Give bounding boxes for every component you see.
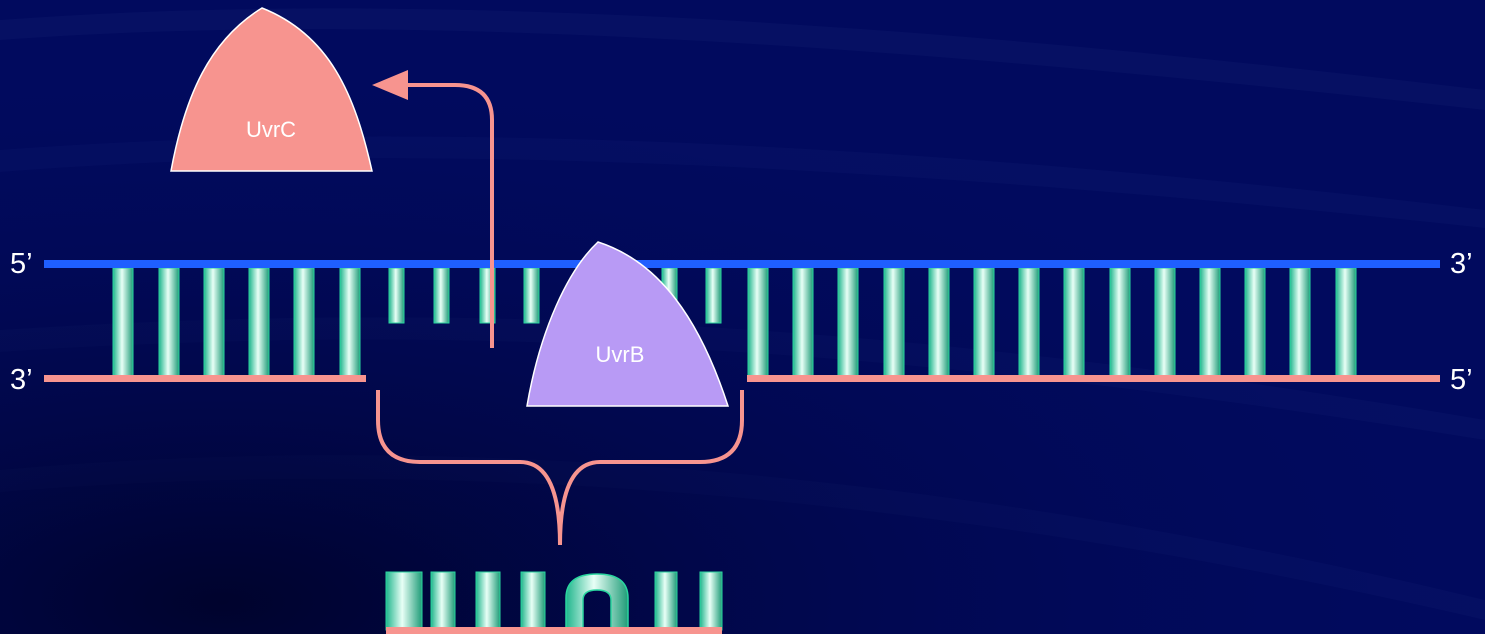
base-pair-bar — [1244, 267, 1266, 379]
top-strand — [44, 260, 1440, 268]
bottom-strand-right — [747, 375, 1440, 382]
base-pair-bar — [248, 267, 270, 379]
base-pair-bar — [1109, 267, 1131, 379]
base-pair-bar — [1199, 267, 1221, 379]
base-pair-bar — [1063, 267, 1085, 379]
base-pair-bar — [158, 267, 180, 379]
uvrb-label: UvrB — [596, 342, 645, 367]
uvrb-protein: UvrB — [526, 241, 730, 407]
base-pair-bar — [203, 267, 225, 379]
base-pair-bar — [973, 267, 995, 379]
base-pair-bar — [747, 267, 769, 379]
arrow-head — [372, 70, 408, 100]
uvrc-label: UvrC — [246, 117, 296, 142]
base-pair-bar — [1335, 267, 1357, 379]
base-pair-bar — [339, 267, 361, 379]
base-pair-bar — [112, 267, 134, 379]
bottom-right-end-label: 5’ — [1450, 364, 1473, 396]
base-pair-bar — [883, 267, 905, 379]
base-pair-bar — [792, 267, 814, 379]
unpaired-base-bar — [523, 267, 540, 324]
excised-oligonucleotide — [385, 571, 723, 634]
base-pair-bar — [1154, 267, 1176, 379]
base-pair-bar — [293, 267, 315, 379]
bottom-left-end-label: 3’ — [10, 364, 33, 396]
unpaired-base-bar — [388, 267, 405, 324]
base-pair-bar — [928, 267, 950, 379]
bottom-strand-left — [44, 375, 366, 382]
unpaired-base-bar — [433, 267, 450, 324]
base-pair-bar — [1018, 267, 1040, 379]
unpaired-base-bar — [705, 267, 722, 324]
base-pair-bar — [1289, 267, 1311, 379]
uvrc-protein: UvrC — [170, 7, 373, 172]
release-arrow — [372, 70, 494, 348]
base-pair-bar — [837, 267, 859, 379]
top-right-end-label: 3’ — [1450, 248, 1473, 280]
top-left-end-label: 5’ — [10, 248, 33, 280]
excision-bracket — [376, 390, 744, 546]
base-pair-bars — [112, 267, 1357, 379]
